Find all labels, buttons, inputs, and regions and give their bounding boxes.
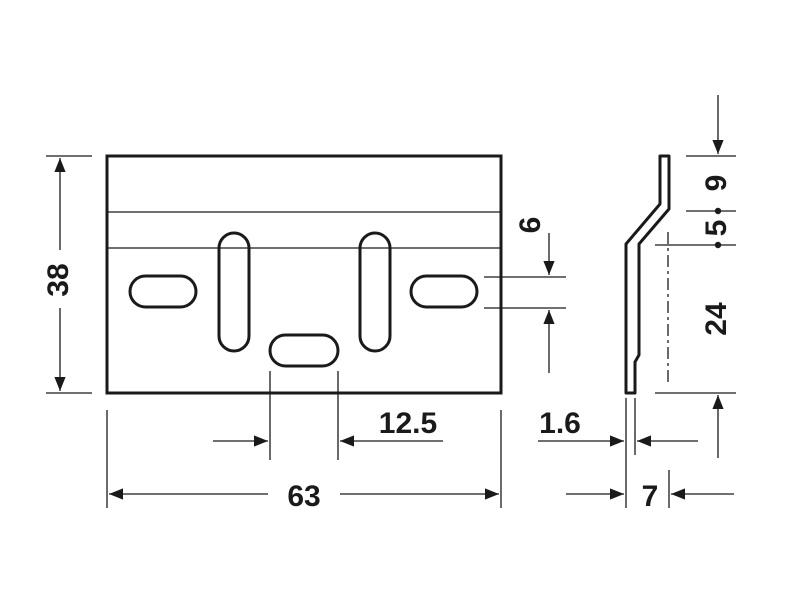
dimension-label-slot-height: 6 [514, 217, 547, 234]
horizontal-slot-center [268, 333, 340, 368]
dimension-slot-spacing: 12.5 [213, 371, 443, 460]
dimension-label-slot-spacing: 12.5 [379, 407, 437, 440]
dimension-label-lower-segment: 24 [700, 302, 733, 336]
dimension-label-overall-width: 63 [287, 480, 320, 513]
dimension-overall-width: 63 [106, 410, 502, 513]
dimension-label-profile-depth: 7 [642, 480, 659, 513]
dimension-plate-thickness: 1.6 [538, 398, 698, 508]
vertical-slot-left [217, 231, 251, 353]
dimension-label-plate-thickness: 1.6 [539, 407, 581, 440]
plate-profile [624, 154, 671, 395]
chain-dot-upper [714, 207, 722, 215]
dimension-label-middle-segment: 5 [700, 220, 733, 237]
dimension-profile-depth: 7 [566, 470, 734, 513]
dimension-overall-height: 38 [42, 155, 92, 394]
plate-outline [105, 154, 503, 395]
side-view [624, 154, 671, 395]
dimension-label-top-segment: 9 [700, 175, 733, 192]
dimension-slot-height: 6 [484, 217, 566, 373]
dimension-label-overall-height: 38 [42, 263, 75, 296]
chain-dot-lower [714, 241, 722, 249]
horizontal-slot-right [409, 274, 479, 309]
front-view [105, 154, 503, 395]
dimension-vertical-chain: 9 5 24 [655, 95, 736, 458]
horizontal-slot-left [128, 274, 198, 309]
vertical-slot-right [358, 231, 392, 353]
